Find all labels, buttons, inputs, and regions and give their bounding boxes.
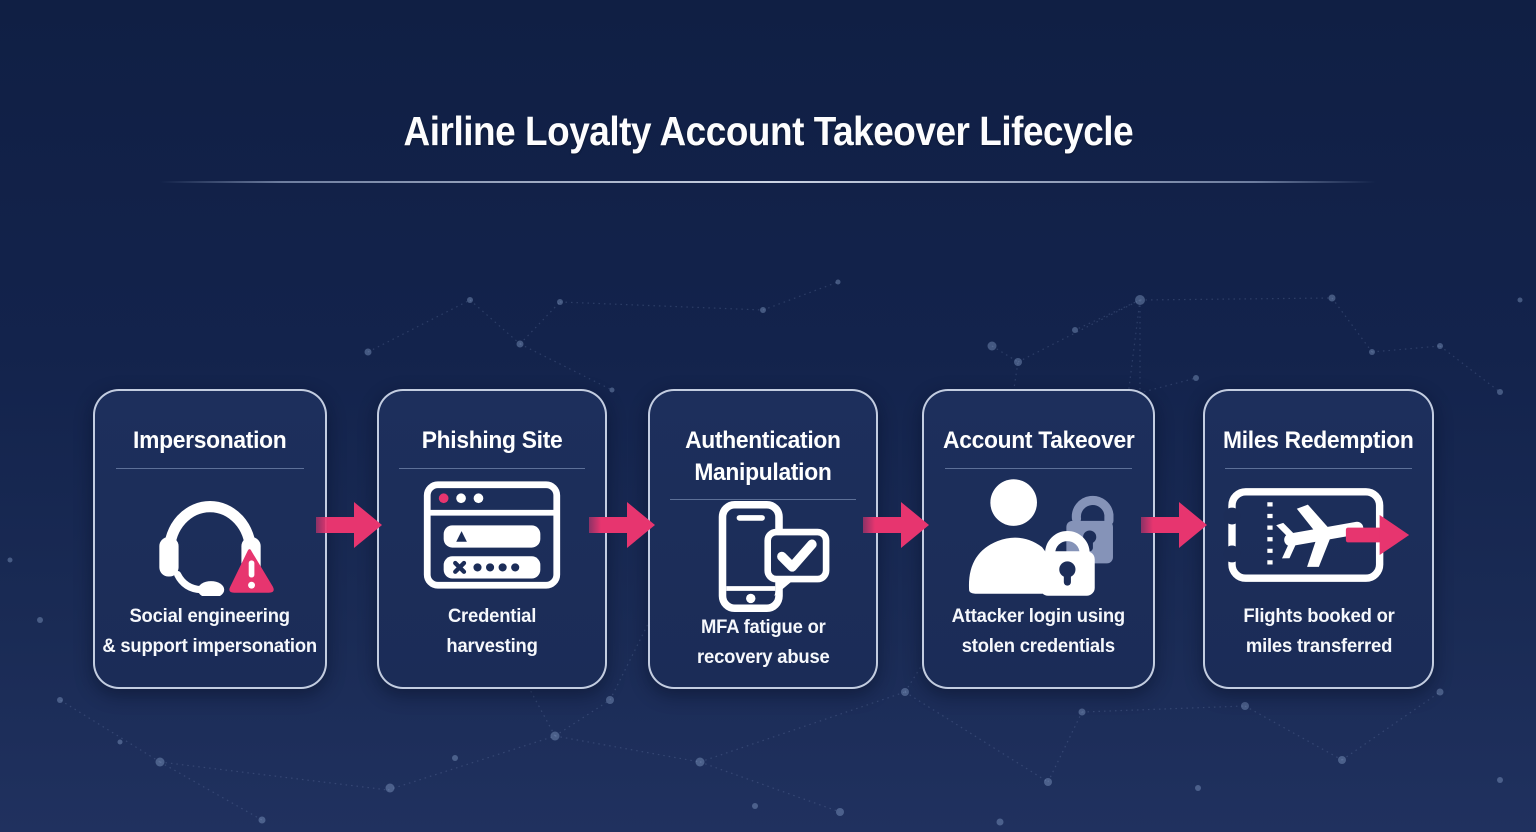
desc-line: & support impersonation xyxy=(102,635,318,657)
stage-title-line: Account Takeover xyxy=(942,427,1135,454)
flow-arrow-right-icon xyxy=(1141,502,1207,548)
stage-title-line: Manipulation xyxy=(694,458,832,486)
stage-description: Flights booked or miles transferred xyxy=(1242,602,1395,661)
stage-card-phishing-site: Phishing Site Credential xyxy=(377,389,607,689)
stage-card-impersonation: Impersonation Social engineering & suppo… xyxy=(93,389,327,689)
desc-line: Flights booked or xyxy=(1242,606,1395,628)
stage-title: Account Takeover xyxy=(942,425,1135,457)
desc-line: miles transferred xyxy=(1245,635,1392,657)
desc-line: Attacker login using xyxy=(951,606,1126,628)
stage-title: Authentication Manipulation xyxy=(685,425,841,488)
mfa-phone-approval-icon xyxy=(650,500,876,613)
flow-arrow-right-icon xyxy=(589,502,655,548)
ticket-plane-transfer-icon xyxy=(1205,469,1432,602)
desc-line: recovery abuse xyxy=(696,646,830,668)
stage-title-line: Miles Redemption xyxy=(1223,427,1414,454)
stage-description: Social engineering & support impersonati… xyxy=(103,602,318,661)
card-divider xyxy=(670,499,856,501)
desc-line: harvesting xyxy=(446,635,538,657)
card-divider xyxy=(115,467,305,469)
stage-card-authentication-manipulation: Authentication Manipulation MFA fatigue … xyxy=(648,389,878,689)
stage-description: Attacker login using stolen credentials xyxy=(952,602,1125,661)
stage-title: Phishing Site xyxy=(422,425,563,457)
desc-line: MFA fatigue or xyxy=(700,617,826,639)
stage-card-miles-redemption: Miles Redemption xyxy=(1203,389,1434,689)
phishing-browser-credentials-icon xyxy=(379,469,605,602)
stage-description: Credential harvesting xyxy=(446,602,537,661)
stage-title-line: Phishing Site xyxy=(421,427,563,454)
stage-title-line: Authentication xyxy=(685,427,841,454)
stage-title: Impersonation xyxy=(133,425,287,457)
desc-line: Credential xyxy=(447,606,537,628)
card-divider xyxy=(1225,467,1412,469)
stage-title: Miles Redemption xyxy=(1223,425,1414,457)
flow-arrow-right-icon xyxy=(316,502,382,548)
stage-description: MFA fatigue or recovery abuse xyxy=(697,613,830,672)
card-divider xyxy=(944,467,1133,469)
header: Airline Loyalty Account Takeover Lifecyc… xyxy=(0,108,1536,155)
card-divider xyxy=(399,467,585,469)
flow-arrow-right-icon xyxy=(863,502,929,548)
desc-line: Social engineering xyxy=(129,606,291,628)
desc-line: stolen credentials xyxy=(961,635,1116,657)
user-padlock-icon xyxy=(924,469,1153,602)
stage-card-account-takeover: Account Takeover Attacker login xyxy=(922,389,1155,689)
support-headset-warning-icon xyxy=(95,469,325,602)
page-title: Airline Loyalty Account Takeover Lifecyc… xyxy=(403,108,1133,154)
stage-title-line: Impersonation xyxy=(133,427,287,454)
header-divider xyxy=(160,181,1376,183)
